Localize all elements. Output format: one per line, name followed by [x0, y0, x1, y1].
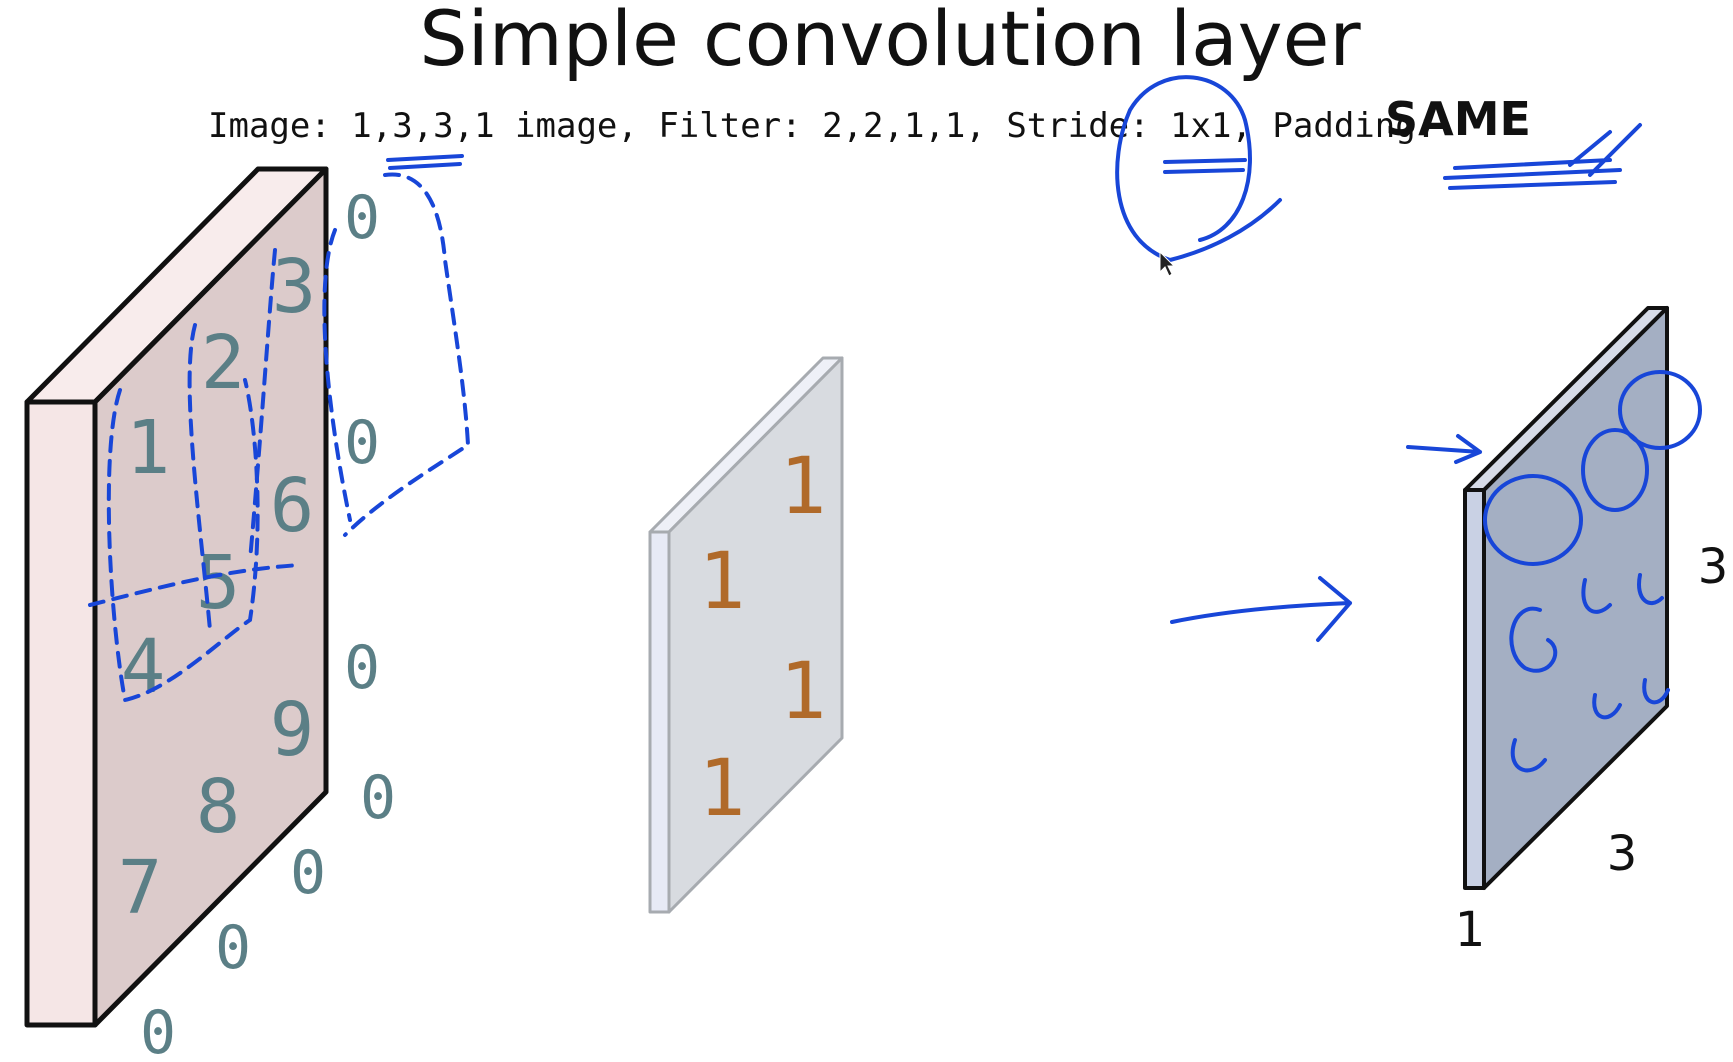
circle-annotation: [1509, 606, 1558, 673]
padding-zeros: 0 0 0 0 0 0 0: [140, 183, 396, 1062]
filter-cell: 1: [780, 647, 827, 737]
circle-annotation: [1581, 428, 1649, 512]
slide-subtitle: Image: 1,3,3,1 image, Filter: 2,2,1,1, S…: [208, 106, 1436, 146]
padding-zero: 0: [344, 183, 380, 253]
underline-annotation: [1163, 158, 1247, 174]
filter-cell: 1: [780, 442, 827, 532]
cursor-icon: [1159, 250, 1176, 277]
padding-zero: 0: [360, 763, 396, 833]
dashed-annotation: [88, 563, 302, 607]
input-cell: 4: [121, 624, 166, 710]
circle-annotation: [1592, 678, 1670, 720]
arrow-annotation: [1170, 576, 1352, 642]
input-cell: 6: [270, 463, 315, 549]
input-image-slab: [24, 166, 329, 1028]
filter-slab: [648, 356, 844, 914]
padding-value: SAME: [1385, 92, 1531, 146]
input-cell: 1: [126, 405, 171, 491]
dashed-annotation: [322, 228, 352, 522]
circle-annotation: [1618, 370, 1702, 450]
padding-zero: 0: [140, 998, 176, 1062]
output-depth-label: 1: [1455, 902, 1486, 958]
padding-zero: 0: [215, 913, 251, 983]
slide-title: Simple convolution layer: [419, 0, 1361, 83]
dashed-annotation: [248, 248, 277, 562]
padding-zero: 0: [290, 838, 326, 908]
input-cell: 8: [196, 764, 241, 850]
input-cell: 2: [201, 320, 246, 406]
filter-cells: 1 1 1 1: [699, 442, 827, 834]
dashed-annotation: [187, 323, 212, 632]
filter-cell: 1: [699, 537, 746, 627]
circle-annotation: [1510, 738, 1547, 773]
dashed-annotation: [343, 172, 471, 537]
circle-annotation: [1581, 573, 1664, 614]
filter-cell: 1: [699, 744, 746, 834]
output-height-label: 3: [1698, 539, 1729, 595]
arrow-annotation: [1406, 434, 1482, 464]
circle-annotation: [1483, 474, 1583, 566]
input-cells: 1 2 3 4 5 6 7 8 9: [118, 244, 317, 931]
input-cell: 3: [272, 244, 317, 330]
underline-annotation: [1443, 123, 1642, 190]
output-slab: [1463, 306, 1669, 890]
padding-zero: 0: [344, 408, 380, 478]
pen-annotations: [88, 75, 1702, 773]
output-width-label: 3: [1607, 826, 1638, 882]
padding-zero: 0: [344, 633, 380, 703]
input-cell: 7: [118, 845, 163, 931]
input-cell: 9: [270, 687, 315, 773]
underline-annotation: [386, 154, 464, 170]
stride-circle-annotation: [1115, 75, 1282, 262]
